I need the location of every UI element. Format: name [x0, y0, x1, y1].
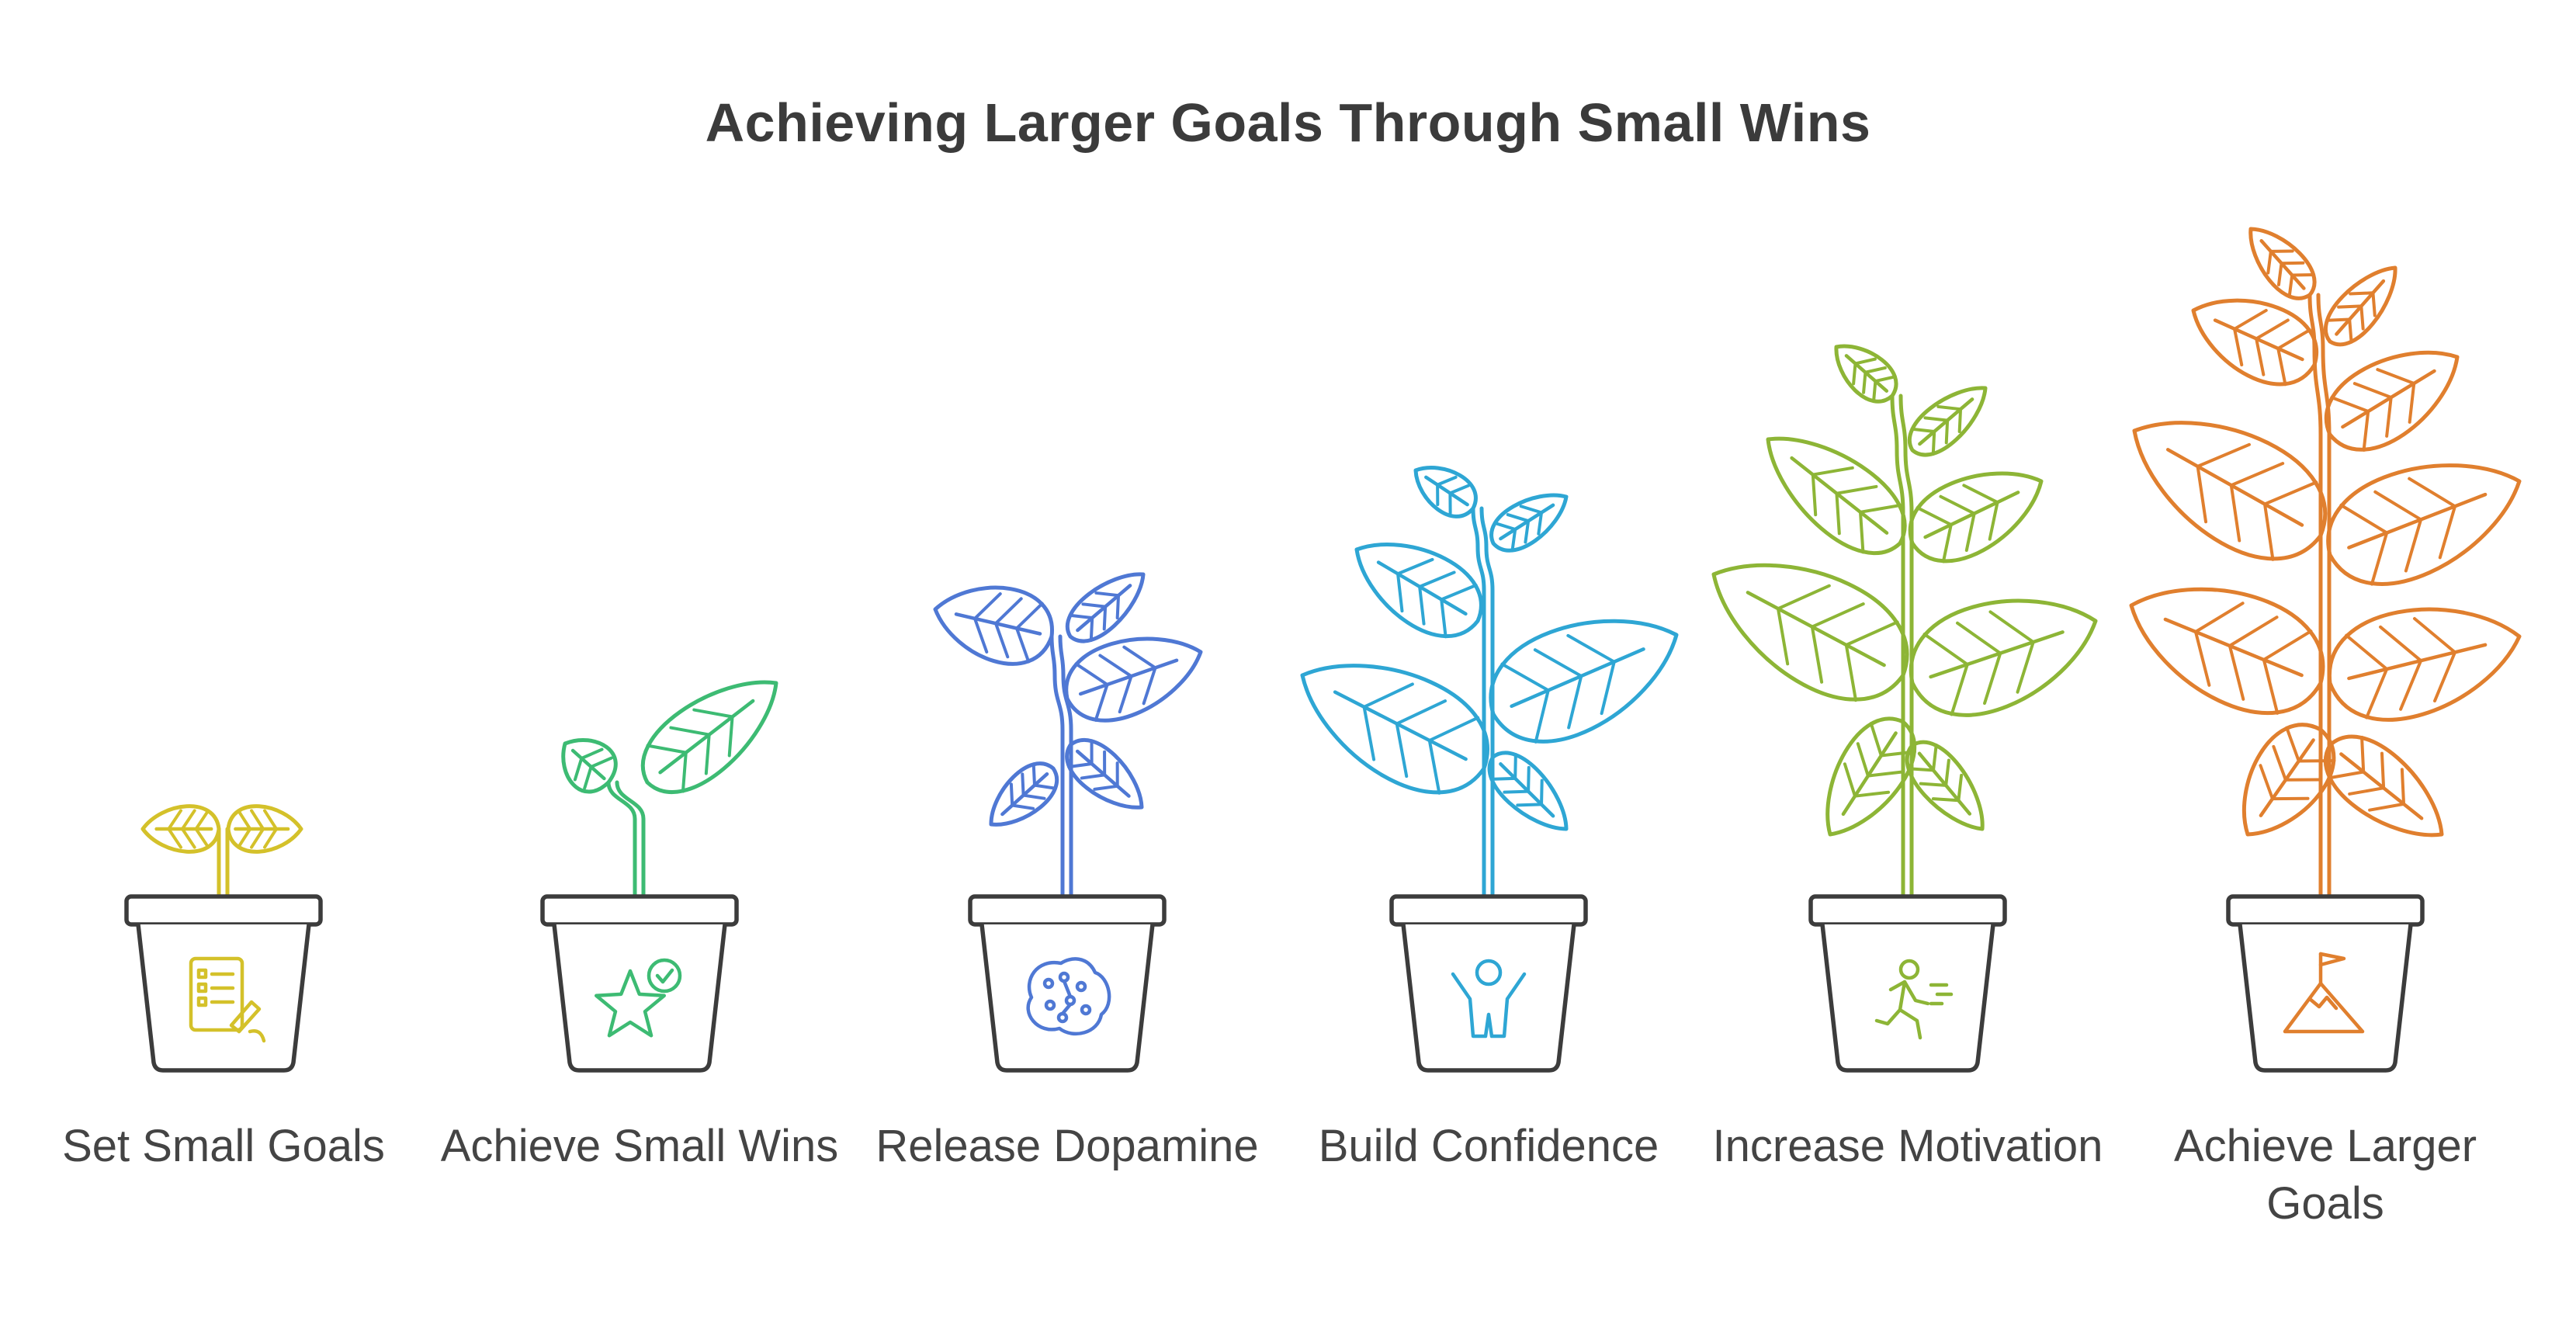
plant-stem-5 [1890, 394, 1914, 899]
mountain-flag-icon [2283, 952, 2365, 1034]
leaf-6-6 [2323, 734, 2444, 837]
leaf-3-4 [1064, 636, 1203, 723]
leaf-6-4 [2191, 298, 2318, 387]
pot-5 [1808, 894, 2007, 1073]
plant-stem-4 [1471, 506, 1495, 899]
stage-label-5: Increase Motivation [1712, 1121, 2103, 1171]
diagram-title: Achieving Larger Goals Through Small Win… [705, 92, 1871, 153]
leaf-5-7 [1908, 471, 2044, 564]
leaf-6-7 [2328, 607, 2522, 722]
leaf-3-2 [933, 585, 1054, 666]
leaf-4-3 [1413, 466, 1478, 518]
leaf-5-8 [1907, 386, 1988, 457]
plant-stage-1 [124, 804, 323, 1073]
leaf-4-2 [1354, 543, 1483, 639]
person-arms-up-icon [1451, 959, 1527, 1039]
leaf-4-1 [1300, 664, 1489, 795]
leaf-2-2 [640, 680, 778, 794]
pot-6 [2226, 894, 2425, 1073]
leaf-4-5 [1489, 619, 1679, 744]
pot-2 [540, 894, 739, 1073]
leaf-1-1 [140, 804, 221, 854]
star-check-icon [595, 958, 682, 1038]
plant-stage-2 [540, 680, 778, 1073]
plant-stage-5 [1711, 344, 2098, 1073]
plant-stem-6 [2307, 293, 2332, 899]
leaf-2-1 [561, 738, 618, 794]
leaf-5-6 [1909, 598, 2098, 717]
leaf-6-8 [2326, 463, 2522, 586]
stage-label-2: Achieve Small Wins [440, 1121, 839, 1171]
pot-1 [124, 894, 323, 1073]
leaf-4-6 [1489, 493, 1569, 553]
leaf-3-5 [1065, 572, 1146, 643]
pot-4 [1389, 894, 1588, 1073]
plant-stem-1 [217, 827, 230, 899]
leaf-5-2 [1711, 563, 1909, 702]
leaf-5-3 [1766, 436, 1907, 556]
stage-label-1: Set Small Goals [62, 1121, 385, 1171]
plant-stage-4 [1300, 466, 1679, 1073]
leaf-6-9 [2324, 350, 2460, 452]
leaf-6-10 [2323, 265, 2397, 347]
leaf-5-1 [1825, 716, 1916, 837]
plant-stem-3 [1049, 634, 1073, 899]
leaf-1-2 [226, 804, 303, 854]
pot-3 [968, 894, 1167, 1073]
leaf-6-3 [2132, 421, 2328, 561]
leaf-6-2 [2129, 587, 2325, 716]
checklist-pen-icon [189, 956, 266, 1043]
leaf-6-5 [2248, 227, 2317, 300]
leaf-6-1 [2242, 723, 2336, 837]
leaf-3-1 [989, 761, 1059, 827]
leaf-4-4 [1487, 751, 1569, 831]
stage-label-6: Achieve Larger Goals [2173, 1121, 2477, 1229]
leaf-5-5 [1905, 740, 1985, 831]
running-person-icon [1874, 959, 1954, 1040]
plant-stem-2 [606, 780, 646, 899]
leaf-5-4 [1834, 344, 1898, 404]
stage-label-3: Release Dopamine [875, 1121, 1259, 1171]
plant-stage-3 [933, 572, 1203, 1073]
leaf-3-3 [1065, 738, 1144, 810]
stage-label-4: Build Confidence [1318, 1121, 1659, 1171]
brain-molecule-icon [1026, 957, 1111, 1036]
plant-stage-6 [2129, 227, 2522, 1073]
